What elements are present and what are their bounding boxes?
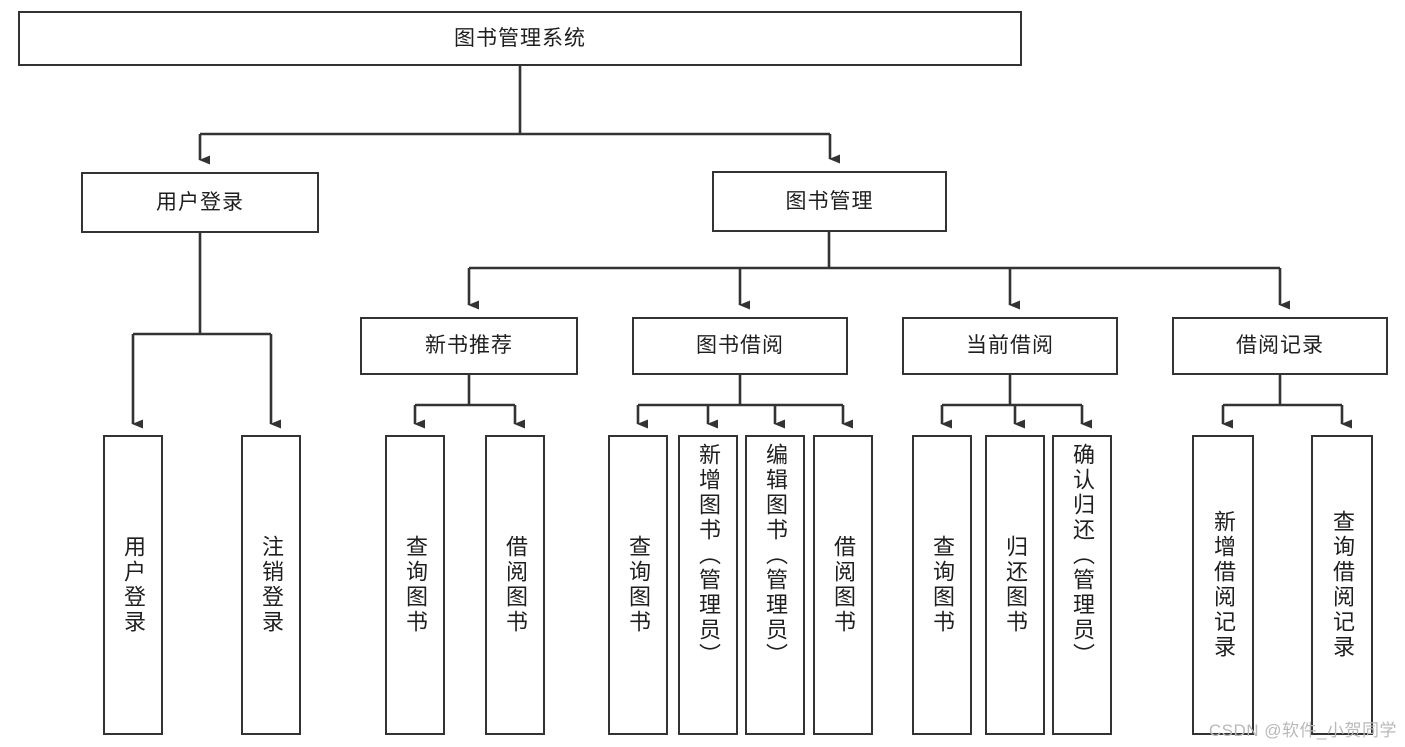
node-borrow-records-label: 借阅记录 <box>1236 334 1324 358</box>
leaf-user-login-label: 用户登录 <box>120 535 146 635</box>
leaf-newbook-query-book[interactable]: 查询图书 <box>385 435 445 735</box>
watermark: CSDN @软件_小贺同学 <box>1208 721 1397 740</box>
leaf-borrow-add-book-admin[interactable]: 新增图书（管理员） <box>678 435 738 735</box>
leaf-current-confirm-return-admin[interactable]: 确认归还（管理员） <box>1052 435 1112 735</box>
node-user-login-label: 用户登录 <box>156 190 244 214</box>
node-current-borrow[interactable]: 当前借阅 <box>902 317 1118 375</box>
leaf-current-return-book-label: 归还图书 <box>1002 535 1028 635</box>
node-root[interactable]: 图书管理系统 <box>18 11 1022 66</box>
node-new-book-recommend[interactable]: 新书推荐 <box>360 317 578 375</box>
leaf-current-confirm-return-admin-label: 确认归还（管理员） <box>1069 443 1095 668</box>
leaf-newbook-query-book-label: 查询图书 <box>402 535 428 635</box>
leaf-borrow-borrow-book-label: 借阅图书 <box>830 535 856 635</box>
leaf-user-login[interactable]: 用户登录 <box>103 435 163 735</box>
node-root-label: 图书管理系统 <box>454 26 586 50</box>
node-current-borrow-label: 当前借阅 <box>966 334 1054 358</box>
leaf-records-query-record[interactable]: 查询借阅记录 <box>1311 435 1373 735</box>
node-book-management[interactable]: 图书管理 <box>712 171 947 232</box>
leaf-borrow-add-book-admin-label: 新增图书（管理员） <box>695 443 721 668</box>
leaf-records-add-record[interactable]: 新增借阅记录 <box>1192 435 1254 735</box>
node-book-borrow-label: 图书借阅 <box>696 334 784 358</box>
leaf-records-query-record-label: 查询借阅记录 <box>1329 510 1355 660</box>
leaf-newbook-borrow-book[interactable]: 借阅图书 <box>485 435 545 735</box>
node-book-borrow[interactable]: 图书借阅 <box>632 317 848 375</box>
leaf-borrow-edit-book-admin[interactable]: 编辑图书（管理员） <box>745 435 805 735</box>
leaf-borrow-query-book[interactable]: 查询图书 <box>608 435 668 735</box>
node-user-login[interactable]: 用户登录 <box>81 172 319 233</box>
leaf-borrow-borrow-book[interactable]: 借阅图书 <box>813 435 873 735</box>
node-new-book-recommend-label: 新书推荐 <box>425 334 513 358</box>
leaf-current-query-book-label: 查询图书 <box>929 535 955 635</box>
leaf-borrow-edit-book-admin-label: 编辑图书（管理员） <box>762 443 788 668</box>
node-borrow-records[interactable]: 借阅记录 <box>1172 317 1388 375</box>
leaf-current-query-book[interactable]: 查询图书 <box>912 435 972 735</box>
leaf-newbook-borrow-book-label: 借阅图书 <box>502 535 528 635</box>
leaf-current-return-book[interactable]: 归还图书 <box>985 435 1045 735</box>
leaf-logout[interactable]: 注销登录 <box>241 435 301 735</box>
leaf-borrow-query-book-label: 查询图书 <box>625 535 651 635</box>
leaf-records-add-record-label: 新增借阅记录 <box>1210 510 1236 660</box>
node-book-management-label: 图书管理 <box>785 189 874 213</box>
leaf-logout-label: 注销登录 <box>258 535 284 635</box>
